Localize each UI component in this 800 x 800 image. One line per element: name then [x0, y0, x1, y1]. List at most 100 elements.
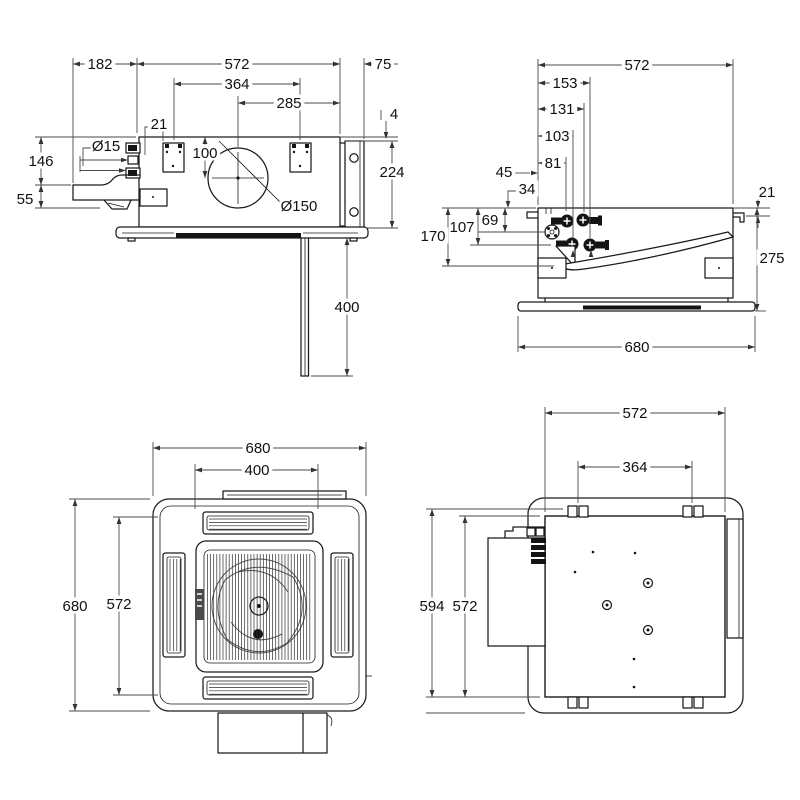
dimension-arrow: [754, 304, 760, 311]
dimension-arrow: [333, 100, 340, 106]
dimension-arrow: [502, 208, 508, 215]
dimension-arrow: [293, 81, 300, 87]
dimension-arrow: [137, 61, 144, 67]
dim-label: 572: [452, 598, 477, 615]
dim-label: 4: [390, 106, 398, 123]
dim-label: 131: [549, 101, 574, 118]
dim-label: 69: [482, 212, 499, 229]
dimension-arrow: [429, 509, 435, 516]
dim-label-bg: [376, 163, 408, 180]
dim-label-bg: [331, 298, 363, 315]
dim-label-bg: [13, 190, 37, 207]
dim-label: 572: [224, 56, 249, 73]
dim-label-bg: [541, 154, 565, 171]
dim-label-bg: [478, 211, 502, 228]
dim-label-bg: [242, 439, 274, 456]
plate-hole: [349, 207, 359, 217]
dim-label: 153: [552, 75, 577, 92]
intake-grille: [207, 554, 311, 660]
air-outlet-right: [330, 552, 354, 658]
dim-label-bg: [84, 55, 116, 72]
dimension-arrow: [445, 259, 451, 266]
electrical-box: [487, 526, 546, 647]
dim-label: 400: [244, 462, 269, 479]
dimension-arrow: [577, 106, 584, 112]
unit-body-top: [544, 515, 726, 698]
dim-label-bg: [221, 55, 253, 72]
duct-hole: [207, 140, 286, 209]
air-outlet-left: [162, 552, 186, 658]
dim-label: 275: [759, 250, 784, 267]
dimension-arrow: [429, 690, 435, 697]
dim-label: 45: [496, 164, 513, 181]
dim-label-bg: [241, 461, 273, 478]
dimension-arrow: [364, 61, 371, 67]
dim-label-bg: [273, 94, 305, 111]
dimension-arrow: [538, 80, 545, 86]
dim-label-bg: [449, 597, 481, 614]
brand-label: [195, 589, 204, 620]
dimension-arrow: [38, 137, 44, 144]
dimension-arrow: [538, 106, 545, 112]
dim-label-bg: [619, 404, 651, 421]
dim-label: 680: [624, 339, 649, 356]
dim-label-bg: [621, 338, 653, 355]
dim-label: 224: [379, 164, 404, 181]
side-plate: [726, 518, 744, 639]
dim-label: 285: [276, 95, 301, 112]
dim-label-bg: [386, 105, 402, 122]
view-top: [487, 497, 744, 714]
air-outlet-top: [202, 511, 314, 535]
right-hook: [732, 212, 745, 223]
drain-outlet: [544, 224, 560, 240]
dimension-arrow: [174, 81, 181, 87]
dim-label-bg: [147, 115, 171, 132]
dim-label: 146: [28, 153, 53, 170]
dim-label-bg: [515, 180, 539, 197]
dim-label: Ø15: [92, 138, 120, 155]
dimension-arrow: [195, 467, 202, 473]
dimension-arrow: [545, 410, 552, 416]
dimension-arrow: [333, 61, 340, 67]
dim-label: 21: [759, 184, 776, 201]
dimension-arrow: [311, 467, 318, 473]
panel-louver: [176, 233, 301, 238]
view-bottom: [152, 490, 372, 754]
dimension-arrow: [238, 100, 245, 106]
dim-label-bg: [621, 56, 653, 73]
dim-label: 364: [224, 76, 249, 93]
dimension-arrow: [462, 516, 468, 523]
dim-label: 34: [519, 181, 536, 198]
mounting-brackets: [567, 505, 704, 709]
dim-label-bg: [619, 458, 651, 475]
dim-label-bg: [549, 74, 581, 91]
dim-label: 680: [245, 440, 270, 457]
dimension-arrow: [389, 141, 395, 148]
dimension-arrow: [116, 688, 122, 695]
dimension-arrow: [73, 61, 80, 67]
dim-label-bg: [446, 218, 478, 235]
drain-pipe: [300, 237, 310, 377]
dim-label-bg: [59, 597, 91, 614]
dimension-arrow: [518, 344, 525, 350]
dim-label: 170: [420, 228, 445, 245]
dimension-arrow: [754, 208, 760, 215]
dimension-arrow: [502, 225, 508, 232]
dim-label: 364: [622, 459, 647, 476]
dim-label: Ø150: [281, 198, 318, 215]
dimension-arrow: [726, 62, 733, 68]
dimension-arrow: [445, 208, 451, 215]
dim-label: 572: [622, 405, 647, 422]
dim-label-bg: [541, 127, 573, 144]
dim-label-bg: [25, 152, 57, 169]
dimension-arrow: [718, 410, 725, 416]
panel-louver: [583, 305, 701, 310]
dim-label-bg: [189, 144, 221, 161]
dim-label: 100: [192, 145, 217, 162]
dim-label: 21: [151, 116, 168, 133]
dimension-arrow: [359, 445, 366, 451]
dim-label-bg: [371, 55, 395, 72]
pipe-stubs: [125, 142, 141, 179]
